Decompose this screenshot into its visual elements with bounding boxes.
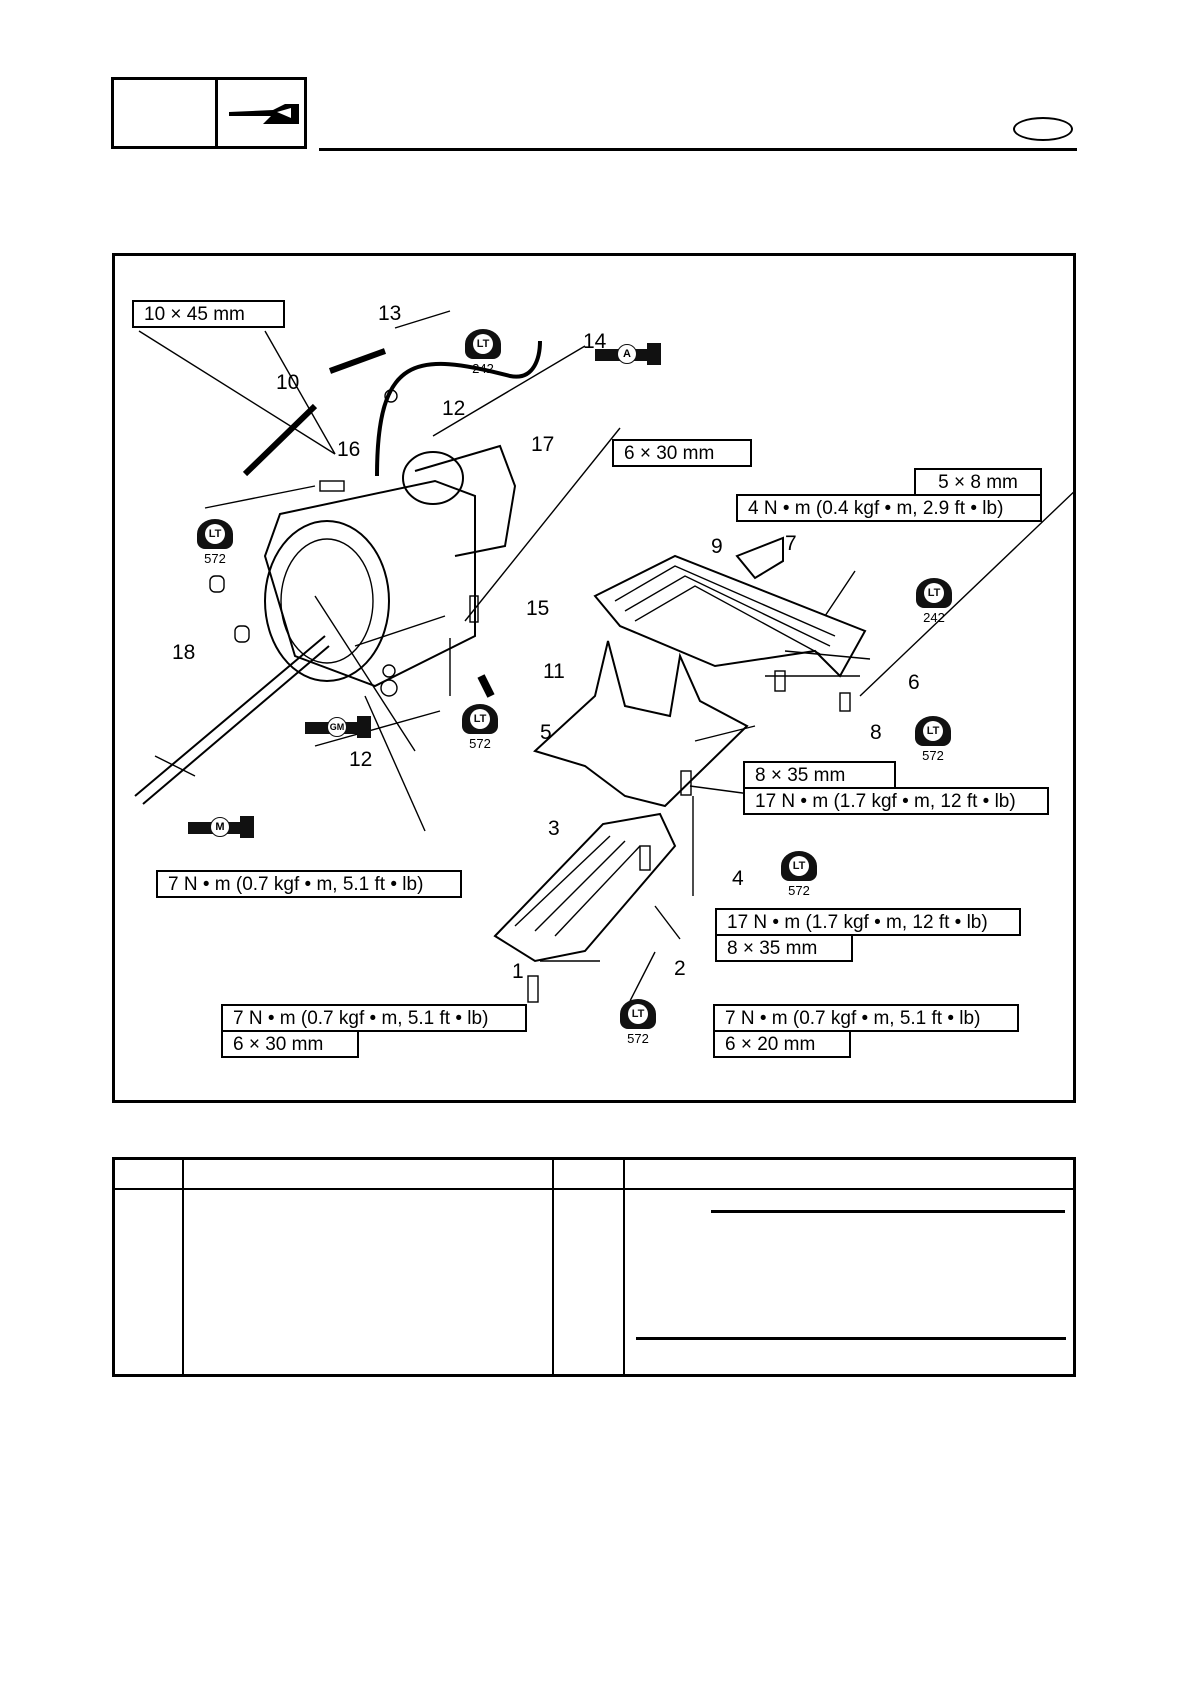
callout-9: 9 bbox=[711, 535, 723, 558]
header-rule bbox=[319, 148, 1077, 151]
spec-bolt4-torque: 17 N • m (1.7 kgf • m, 12 ft • lb) bbox=[715, 908, 1021, 936]
loctite-icon-242-right: LT 242 bbox=[914, 578, 954, 625]
language-oval-badge bbox=[1013, 117, 1073, 141]
loctite-code: 242 bbox=[472, 361, 494, 376]
loctite-code: 572 bbox=[788, 883, 810, 898]
spec-bolt6-torque: 4 N • m (0.4 kgf • m, 2.9 ft • lb) bbox=[736, 494, 1042, 522]
callout-15: 15 bbox=[526, 597, 550, 620]
exploded-view-frame: 1 2 3 4 5 6 7 8 9 10 11 12 12 13 14 15 1… bbox=[112, 253, 1076, 1103]
table-col-divider bbox=[623, 1160, 625, 1374]
callout-14: 14 bbox=[583, 330, 607, 353]
table-col-divider bbox=[552, 1160, 554, 1374]
loctite-icon-242-upper: LT 242 bbox=[463, 329, 503, 376]
loctite-icon-572-left: LT 572 bbox=[195, 519, 235, 566]
callout-17: 17 bbox=[531, 433, 555, 456]
callout-18: 18 bbox=[172, 641, 196, 664]
spec-bolt4-size: 8 × 35 mm bbox=[715, 934, 853, 962]
loctite-icon-572-bottom: LT 572 bbox=[618, 999, 658, 1046]
spec-bolt2-torque: 7 N • m (0.7 kgf • m, 5.1 ft • lb) bbox=[713, 1004, 1019, 1032]
loctite-icon-572-bolt4: LT 572 bbox=[779, 851, 819, 898]
loctite-code: 242 bbox=[923, 610, 945, 625]
callout-1: 1 bbox=[512, 960, 524, 983]
parts-table bbox=[112, 1157, 1076, 1377]
callout-4: 4 bbox=[732, 867, 744, 890]
loctite-code: 572 bbox=[922, 748, 944, 763]
header-section-box bbox=[111, 77, 307, 149]
callout-7: 7 bbox=[785, 532, 797, 555]
disassembly-icon bbox=[229, 104, 299, 124]
callout-11: 11 bbox=[543, 660, 565, 683]
callout-5: 5 bbox=[540, 721, 552, 744]
remarks-rule-top bbox=[711, 1210, 1065, 1213]
table-header-rule bbox=[115, 1188, 1073, 1190]
header-box-divider bbox=[215, 80, 218, 146]
loctite-code: 572 bbox=[204, 551, 226, 566]
loctite-icon-572-right: LT 572 bbox=[913, 716, 953, 763]
spec-nut12-torque: 7 N • m (0.7 kgf • m, 5.1 ft • lb) bbox=[156, 870, 462, 898]
loctite-code: 572 bbox=[627, 1031, 649, 1046]
callout-8: 8 bbox=[870, 721, 882, 744]
spec-bolt1-size: 6 × 30 mm bbox=[221, 1030, 359, 1058]
callout-6: 6 bbox=[908, 671, 920, 694]
grease-tube-icon-a: A bbox=[595, 343, 661, 365]
spec-bolt8-size: 8 × 35 mm bbox=[743, 761, 896, 789]
spec-bolt8-torque: 17 N • m (1.7 kgf • m, 12 ft • lb) bbox=[743, 787, 1049, 815]
grease-tube-icon-gm: GM bbox=[305, 716, 371, 738]
callout-10: 10 bbox=[276, 371, 300, 394]
spec-bolt2-size: 6 × 20 mm bbox=[713, 1030, 851, 1058]
callout-2: 2 bbox=[674, 957, 686, 980]
spec-bolt15-size: 6 × 30 mm bbox=[612, 439, 752, 467]
callout-12-lower: 12 bbox=[349, 748, 373, 771]
remarks-rule-bottom bbox=[636, 1337, 1066, 1340]
table-col-divider bbox=[182, 1160, 184, 1374]
callout-13: 13 bbox=[378, 302, 402, 325]
loctite-icon-572-mid: LT 572 bbox=[460, 704, 500, 751]
spec-bolt10-size: 10 × 45 mm bbox=[132, 300, 285, 328]
callout-16: 16 bbox=[337, 438, 361, 461]
loctite-code: 572 bbox=[469, 736, 491, 751]
callout-12-upper: 12 bbox=[442, 397, 466, 420]
spec-bolt1-torque: 7 N • m (0.7 kgf • m, 5.1 ft • lb) bbox=[221, 1004, 527, 1032]
callout-3: 3 bbox=[548, 817, 560, 840]
spec-bolt6-size: 5 × 8 mm bbox=[914, 468, 1042, 496]
exploded-view-drawing bbox=[134, 310, 1073, 1003]
grease-tube-icon-m: M bbox=[188, 816, 254, 838]
